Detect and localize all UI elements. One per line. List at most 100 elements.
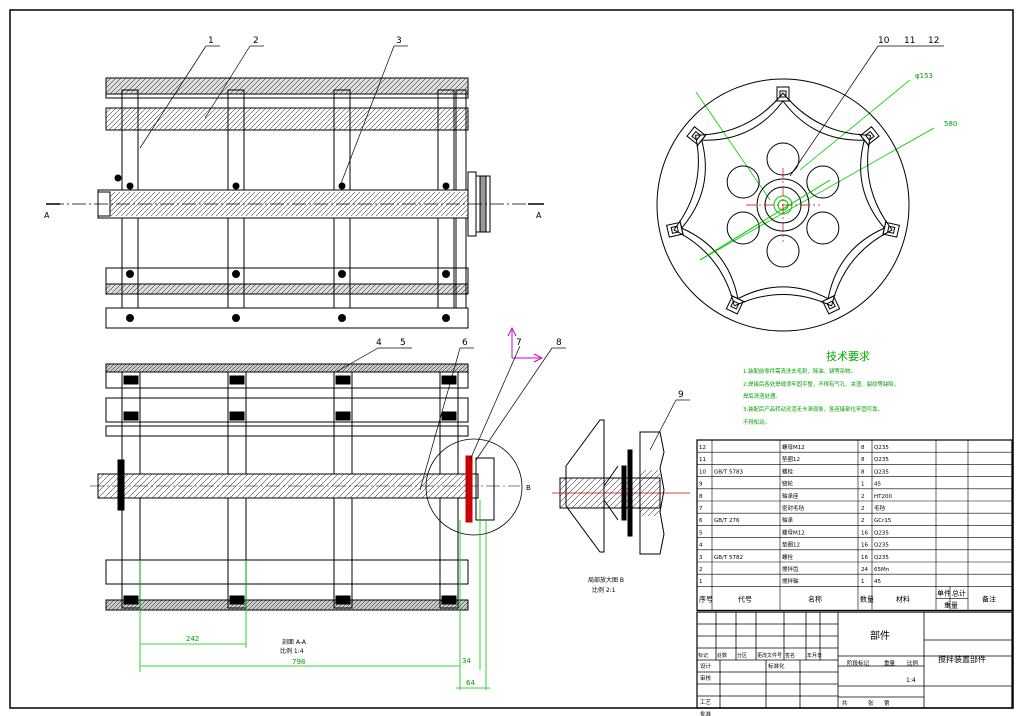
bom-cell: 1 xyxy=(699,579,703,585)
title-block xyxy=(696,611,1013,709)
bom-cell: 16 xyxy=(861,530,868,536)
notes-line-4: 3.装配后产品转动灵活无卡滞现象，各连接部位牢固可靠， xyxy=(743,405,883,413)
bom-cell: 8 xyxy=(861,445,865,451)
bom-cell: 2 xyxy=(699,567,703,573)
tb-row-label: 处数 xyxy=(717,652,727,659)
bom-header-cell: 数量 xyxy=(860,594,874,603)
bom-cell: 螺母M12 xyxy=(782,528,805,536)
bom-cell: 密封毛毡 xyxy=(782,504,805,512)
part-label-11: 11 xyxy=(904,36,915,46)
tb-weight: 重量 xyxy=(884,659,896,667)
bom-cell: 2 xyxy=(861,506,865,512)
bom-cell: 1 xyxy=(861,579,865,585)
bom-cell: GB/T 5783 xyxy=(714,469,743,475)
part-label-1: 1 xyxy=(208,36,214,46)
bom-cell: 8 xyxy=(861,469,865,475)
dimensions xyxy=(139,79,935,690)
bom-cell: 垫圈12 xyxy=(782,455,800,463)
bom-cell: Q235 xyxy=(874,445,889,451)
bom-cell: Q235 xyxy=(874,530,889,536)
tb-sheets: 共 xyxy=(842,699,848,707)
bom-header-cell: 代号 xyxy=(738,594,752,603)
part-label-3: 3 xyxy=(396,36,402,46)
bom-cell: GCr15 xyxy=(874,518,892,524)
part-label-12: 12 xyxy=(928,36,939,46)
end-view-features xyxy=(666,86,900,315)
drawing-frame xyxy=(9,9,1014,709)
section-mark-b: B xyxy=(526,484,531,492)
tb-row-label: 签名 xyxy=(785,652,795,659)
bom-cell: 11 xyxy=(699,457,706,463)
tb-row-label: 分区 xyxy=(737,652,747,659)
notes-line-5: 不得松动。 xyxy=(743,418,770,426)
bom-cell: 3 xyxy=(699,555,703,561)
bom-cell: 搅拌轴 xyxy=(782,577,799,585)
caption-main-2: 比例 1:4 xyxy=(280,647,304,655)
bom-header-cell: 重量 xyxy=(944,601,958,609)
bom-cell: 螺母M12 xyxy=(782,443,805,451)
notes-line-3: 焊后清渣处理。 xyxy=(743,392,781,400)
dim-34: 34 xyxy=(462,657,471,665)
dim-580: 580 xyxy=(944,120,957,128)
caption-main-1: 剖面 A-A xyxy=(282,638,307,646)
tb-stage: 阶段标记 xyxy=(847,659,870,667)
tb-row-label: 更改文件号 xyxy=(757,652,782,659)
tb-scale: 比例 xyxy=(907,659,919,667)
part-numbers: 1 2 3 4 5 6 7 8 9 10 11 12 xyxy=(208,36,939,400)
bom-cell: Q235 xyxy=(874,555,889,561)
bom-cell: 螺栓 xyxy=(782,553,794,561)
technical-requirements: 技术要求 1.装配前零件需清洗去毛刺，除油、锈等杂物。 2.焊接后各处焊缝须牢固… xyxy=(743,350,899,426)
bom-header-cell: 备注 xyxy=(982,594,996,603)
caption-detail-1: 局部放大图 B xyxy=(588,576,624,584)
bom-cell: 8 xyxy=(861,457,865,463)
drawing-name: 部件 xyxy=(870,629,890,642)
part-label-7: 7 xyxy=(516,338,522,348)
end-view-centerlines xyxy=(746,168,820,242)
tb-sheet-of: 第 xyxy=(884,699,890,707)
tb-sheet: 张 xyxy=(868,699,874,707)
dim-phi153: φ153 xyxy=(915,72,933,80)
bom-cell: GB/T 5782 xyxy=(714,555,743,561)
bom-header-cell: 序号 xyxy=(699,594,713,603)
bom-cell: 10 xyxy=(699,469,706,475)
tb-row-label: 年月日 xyxy=(807,652,822,659)
bom-header-cell: 总计 xyxy=(952,588,966,597)
part-label-4: 4 xyxy=(376,338,382,348)
section-mark-a-left: A xyxy=(44,211,50,220)
dim-64: 64 xyxy=(466,679,475,687)
bom-cell: 轴承 xyxy=(782,516,794,524)
bom-header-cell: 单件 xyxy=(937,588,951,597)
tb-scale-val: 1:4 xyxy=(906,677,916,684)
notes-title: 技术要求 xyxy=(826,350,870,363)
dim-242: 242 xyxy=(186,635,199,643)
detail-hatching xyxy=(559,469,661,517)
bom-header-cell: 材料 xyxy=(896,594,910,603)
bom-cell: 4 xyxy=(699,543,703,549)
bom-cell: 轴承座 xyxy=(782,492,799,500)
bom-cell: 螺栓 xyxy=(782,467,794,475)
part-label-10: 10 xyxy=(878,36,890,46)
bom-cell: Q235 xyxy=(874,469,889,475)
part-label-5: 5 xyxy=(400,338,406,348)
bom-cell: Q235 xyxy=(874,543,889,549)
leader-lines xyxy=(139,45,944,491)
bom-cell: 1 xyxy=(861,482,865,488)
caption-detail-2: 比例 2:1 xyxy=(592,586,616,594)
bom-cell: 9 xyxy=(699,482,703,488)
product-name: 搅拌装置部件 xyxy=(938,654,986,664)
bom-cell: GB/T 276 xyxy=(714,518,740,524)
tb-role: 批准 xyxy=(700,710,712,716)
bom-cell: 毛毡 xyxy=(874,504,886,512)
bom-cell: 2 xyxy=(861,518,865,524)
part-label-9: 9 xyxy=(678,390,684,400)
top-view xyxy=(46,77,544,329)
bom-cell: 链轮 xyxy=(782,480,794,488)
bom-cell: 搅拌齿 xyxy=(782,565,799,573)
bom-cell: 8 xyxy=(699,494,703,500)
tb-std: 标准化 xyxy=(768,662,785,670)
bom-cell: HT200 xyxy=(874,494,892,500)
tb-role: 审核 xyxy=(700,674,712,682)
bom-header-cell: 名称 xyxy=(808,594,822,603)
bom-cell: 45 xyxy=(874,579,881,585)
